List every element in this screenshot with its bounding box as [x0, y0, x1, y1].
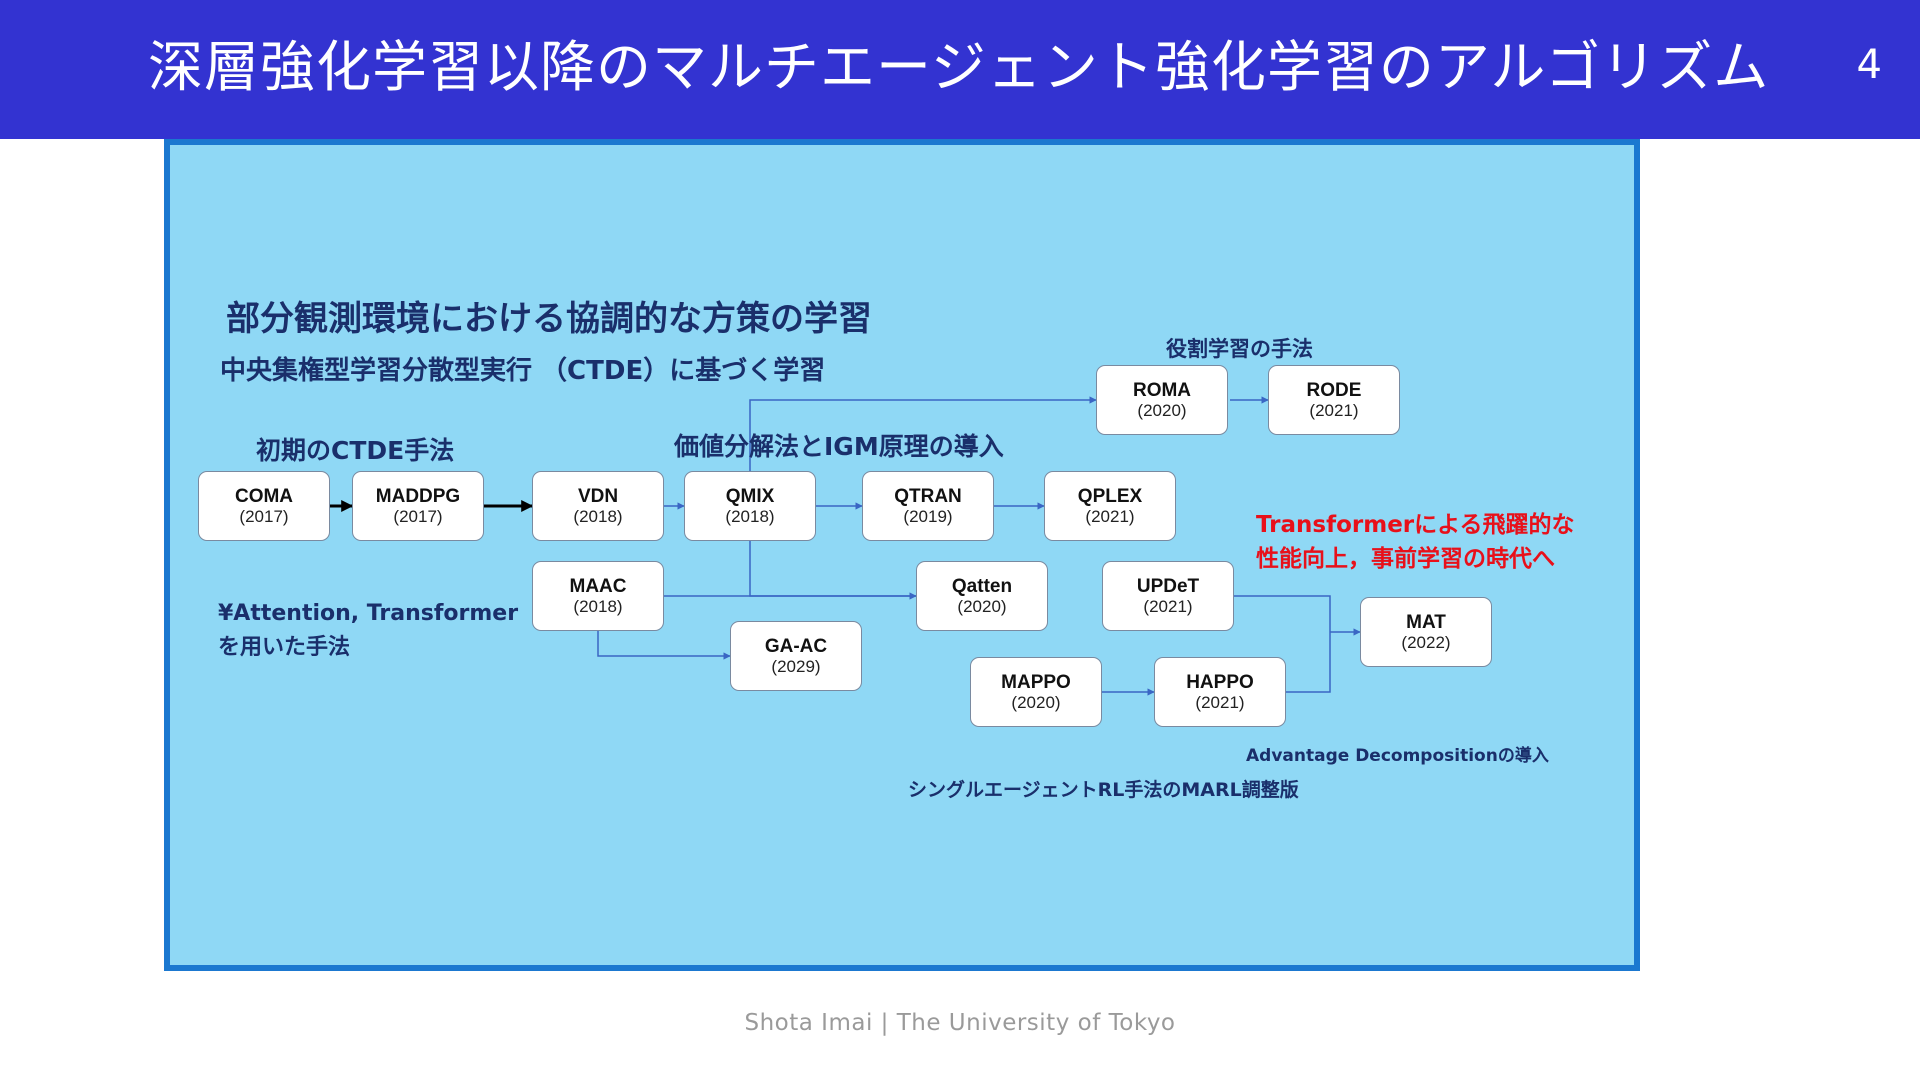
- node-year: (2017): [239, 506, 289, 526]
- node-year: (2021): [1085, 506, 1135, 526]
- node-maddpg: MADDPG (2017): [352, 471, 484, 541]
- node-year: (2018): [573, 596, 623, 616]
- node-name: MAT: [1406, 611, 1446, 633]
- arrow-maac-gaac: [597, 631, 731, 660]
- node-qplex: QPLEX (2021): [1044, 471, 1176, 541]
- node-name: RODE: [1306, 379, 1362, 401]
- node-name: MADDPG: [375, 485, 461, 507]
- node-year: (2021): [1143, 596, 1193, 616]
- node-name: VDN: [577, 485, 619, 507]
- node-rode: RODE (2021): [1268, 365, 1400, 435]
- node-name: Qatten: [951, 575, 1013, 597]
- node-year: (2021): [1195, 692, 1245, 712]
- node-vdn: VDN (2018): [532, 471, 664, 541]
- node-year: (2029): [771, 656, 821, 676]
- node-name: MAPPO: [1001, 671, 1071, 693]
- node-name: UPDeT: [1136, 575, 1200, 597]
- node-gaac: GA-AC (2029): [730, 621, 862, 691]
- label-transformer-note-2: 性能向上，事前学習の時代へ: [1256, 546, 1555, 572]
- node-name: QMIX: [725, 485, 775, 507]
- node-year: (2018): [573, 506, 623, 526]
- node-year: (2020): [1011, 692, 1061, 712]
- slide-footer: Shota Imai | The University of Tokyo: [744, 1010, 1176, 1036]
- node-name: QTRAN: [894, 485, 962, 507]
- slide-title: 深層強化学習以降のマルチエージェント強化学習のアルゴリズム: [148, 35, 1770, 99]
- node-name: MAAC: [569, 575, 627, 597]
- node-year: (2020): [1137, 400, 1187, 420]
- node-qmix: QMIX (2018): [684, 471, 816, 541]
- label-attention-2: を用いた手法: [218, 635, 351, 660]
- node-name: HAPPO: [1186, 671, 1254, 693]
- node-mat: MAT (2022): [1360, 597, 1492, 667]
- label-role-learning: 役割学習の手法: [1166, 337, 1313, 361]
- node-happo: HAPPO (2021): [1154, 657, 1286, 727]
- page-number: 4: [1856, 42, 1882, 88]
- label-transformer-note-1: Transformerによる飛躍的な: [1256, 512, 1575, 538]
- node-updet: UPDeT (2021): [1102, 561, 1234, 631]
- node-name: ROMA: [1132, 379, 1192, 401]
- arrow-qmix-qatten: [749, 541, 917, 600]
- slide-header: 深層強化学習以降のマルチエージェント強化学習のアルゴリズム 4: [0, 0, 1920, 139]
- node-year: (2019): [903, 506, 953, 526]
- node-qatten: Qatten (2020): [916, 561, 1048, 631]
- arrow-updet-merge: [1234, 595, 1331, 693]
- node-year: (2022): [1401, 632, 1451, 652]
- label-advantage-decomposition: Advantage Decompositionの導入: [1246, 746, 1549, 766]
- node-mappo: MAPPO (2020): [970, 657, 1102, 727]
- node-year: (2021): [1309, 400, 1359, 420]
- node-coma: COMA (2017): [198, 471, 330, 541]
- diagram-heading: 部分観測環境における協調的な方策の学習: [226, 299, 872, 339]
- label-single-agent: シングルエージェントRL手法のMARL調整版: [908, 779, 1299, 801]
- node-name: GA-AC: [764, 635, 828, 657]
- node-year: (2018): [725, 506, 775, 526]
- node-name: QPLEX: [1077, 485, 1143, 507]
- node-roma: ROMA (2020): [1096, 365, 1228, 435]
- node-maac: MAAC (2018): [532, 561, 664, 631]
- label-value-decomposition: 価値分解法とIGM原理の導入: [674, 432, 1004, 461]
- node-year: (2017): [393, 506, 443, 526]
- algorithm-diagram: 部分観測環境における協調的な方策の学習 中央集権型学習分散型実行 （CTDE）に…: [164, 139, 1640, 971]
- node-qtran: QTRAN (2019): [862, 471, 994, 541]
- diagram-subheading: 中央集権型学習分散型実行 （CTDE）に基づく学習: [220, 356, 826, 386]
- label-early-ctde: 初期のCTDE手法: [256, 436, 455, 465]
- node-year: (2020): [957, 596, 1007, 616]
- node-name: COMA: [234, 485, 294, 507]
- label-attention-1: ¥Attention, Transformer: [218, 601, 519, 626]
- arrow-qmix-roma: [749, 396, 1097, 471]
